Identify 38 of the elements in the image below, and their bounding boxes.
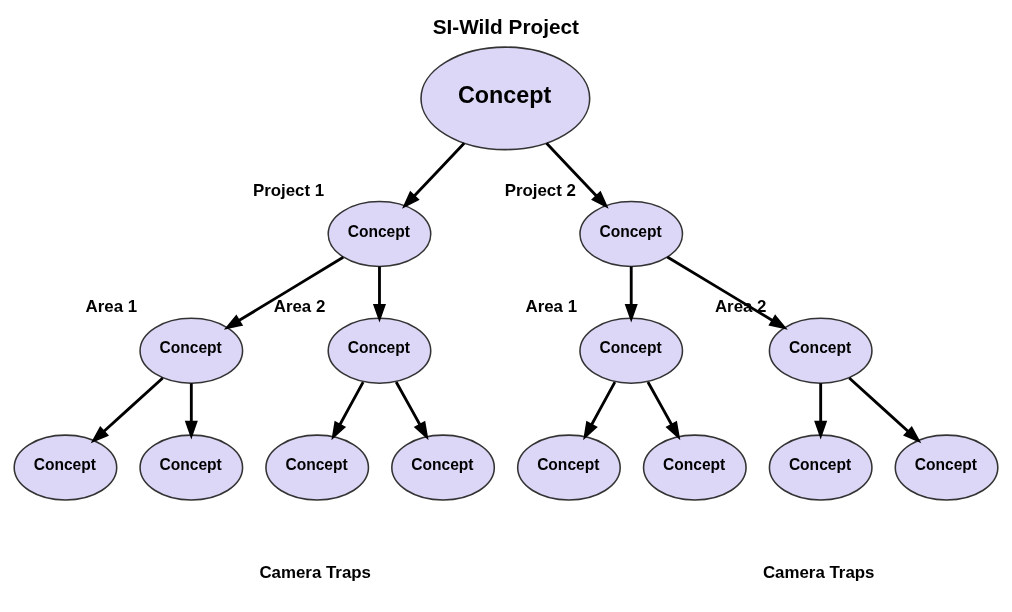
arrow bbox=[624, 266, 638, 323]
node-ellipse: Concept bbox=[579, 317, 684, 384]
node-ellipse: Concept bbox=[391, 434, 496, 501]
arrow bbox=[394, 381, 429, 441]
arrow bbox=[372, 266, 387, 323]
node-ellipse: Concept bbox=[327, 200, 432, 268]
node-label: Project 2 bbox=[504, 180, 576, 200]
node-ellipse: Concept bbox=[768, 317, 873, 384]
node-label: Area 1 bbox=[525, 297, 578, 317]
node-ellipse: Concept bbox=[139, 434, 244, 501]
arrow bbox=[646, 381, 681, 441]
node-ellipse: Concept bbox=[139, 317, 244, 384]
label: Camera Traps bbox=[259, 563, 371, 583]
arrow bbox=[402, 142, 466, 209]
arrow bbox=[545, 142, 609, 209]
node-ellipse: Concept bbox=[265, 434, 370, 501]
node-label: Area 2 bbox=[273, 297, 326, 317]
arrow bbox=[331, 381, 365, 441]
node-ellipse: Concept bbox=[768, 434, 873, 501]
node-ellipse: Concept bbox=[579, 200, 684, 268]
arrow bbox=[814, 383, 828, 440]
arrow bbox=[184, 383, 198, 440]
node-ellipse: Concept bbox=[516, 434, 621, 501]
node-ellipse: Concept bbox=[13, 434, 118, 501]
node-label: Project 1 bbox=[252, 180, 325, 200]
node-ellipse: Concept bbox=[894, 434, 999, 501]
node-ellipse: Concept bbox=[327, 317, 432, 384]
arrow bbox=[90, 376, 164, 444]
arrow bbox=[848, 376, 922, 444]
arrow bbox=[583, 381, 617, 441]
node-label: Area 2 bbox=[714, 297, 767, 317]
diagram-title: SI-Wild Project bbox=[432, 14, 579, 38]
label: Camera Traps bbox=[762, 563, 875, 583]
node-ellipse: Concept bbox=[420, 46, 591, 151]
arrow bbox=[666, 255, 788, 330]
node-ellipse: Concept bbox=[642, 434, 747, 501]
arrow bbox=[223, 256, 344, 330]
node-label: Area 1 bbox=[85, 297, 138, 317]
